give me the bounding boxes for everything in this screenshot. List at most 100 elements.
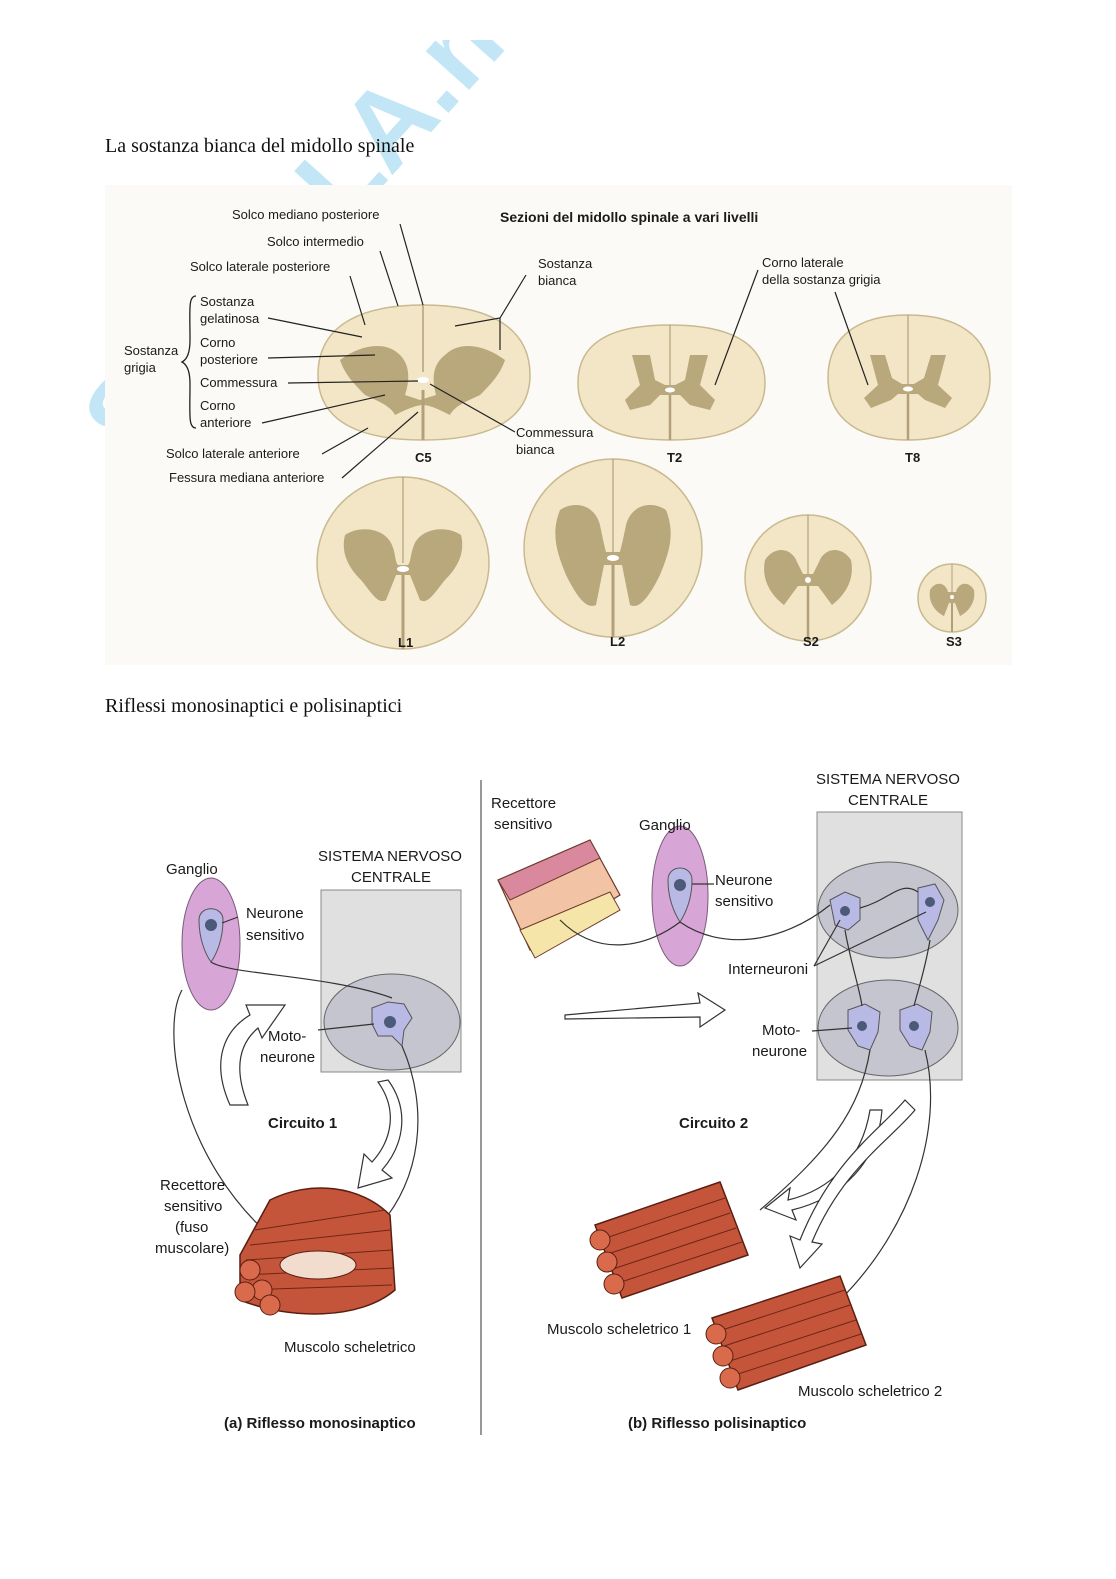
skin-block <box>497 839 621 959</box>
muscle-right-2 <box>705 1275 867 1391</box>
section-l2 <box>523 458 703 638</box>
label-corno-posteriore-1: Corno <box>200 335 235 350</box>
snc-box-right <box>816 811 963 1081</box>
label-recettore-right-2: sensitivo <box>494 816 552 833</box>
section-label-t2: T2 <box>667 450 682 465</box>
label-solco-laterale-anteriore: Solco laterale anteriore <box>166 446 300 461</box>
section-label-t8: T8 <box>905 450 920 465</box>
label-neurone-left-2: sensitivo <box>246 927 304 944</box>
label-sostanza-grigia-1: Sostanza <box>124 343 179 358</box>
label-solco-laterale-posteriore: Solco laterale posteriore <box>190 259 330 274</box>
snc-oval-lower <box>817 979 959 1077</box>
section-label-s2: S2 <box>803 634 819 649</box>
arrow-down-left <box>357 1079 403 1189</box>
label-muscolo-left: Muscolo scheletrico <box>284 1339 416 1356</box>
label-solco-intermedio: Solco intermedio <box>267 234 364 249</box>
label-sostanza-bianca-2: bianca <box>538 273 577 288</box>
section-label-l2: L2 <box>610 634 625 649</box>
ganglion-left <box>181 877 241 1011</box>
label-circuito-1: Circuito 1 <box>268 1115 337 1132</box>
section-t8 <box>827 314 991 441</box>
nerve-fibres-right <box>559 883 932 1301</box>
snc-oval-left <box>323 973 461 1071</box>
heading-spinal: La sostanza bianca del midollo spinale <box>105 135 415 157</box>
brace-grigia <box>180 295 197 429</box>
interneuron-1 <box>829 891 861 931</box>
section-t2 <box>577 324 766 441</box>
watermark-tagline: il portale dello studente <box>171 174 459 487</box>
label-commessura-bianca-2: bianca <box>516 442 555 457</box>
muscle-left <box>234 1187 396 1316</box>
label-sostanza-bianca-1: Sostanza <box>538 256 593 271</box>
label-neurone-right-1: Neurone <box>715 872 773 889</box>
section-c5 <box>317 304 531 441</box>
panel-polysynaptic: Recettore sensitivo Ganglio SISTEMA NERV… <box>491 771 963 1432</box>
label-sostanza-grigia-2: grigia <box>124 360 157 375</box>
label-solco-mediano-posteriore: Solco mediano posteriore <box>232 207 379 222</box>
ganglion-right <box>651 825 709 967</box>
arrow-down-right-1 <box>763 1109 883 1222</box>
label-snc-right-2: CENTRALE <box>848 792 928 809</box>
neuron-nucleus-left <box>205 919 217 931</box>
label-corno-laterale-1: Corno laterale <box>762 255 844 270</box>
section-s2 <box>744 514 872 642</box>
label-recettore-right-1: Recettore <box>491 795 556 812</box>
label-ganglio-left: Ganglio <box>166 861 218 878</box>
arrow-up-left <box>220 1004 287 1106</box>
muscle-right-1 <box>589 1181 749 1299</box>
label-neurone-right-2: sensitivo <box>715 893 773 910</box>
arrow-horizontal <box>564 991 727 1029</box>
watermark-brand: SKUOLA.net <box>59 40 540 480</box>
label-circuito-2: Circuito 2 <box>679 1115 748 1132</box>
motoneuron-right-1 <box>847 1003 881 1051</box>
interneuron-1-nucleus <box>840 906 850 916</box>
label-recettore-left-4: muscolare) <box>155 1240 229 1257</box>
label-moto-right-1: Moto- <box>762 1022 800 1039</box>
label-commessura: Commessura <box>200 375 278 390</box>
label-fessura-mediana-anteriore: Fessura mediana anteriore <box>169 470 324 485</box>
skuola-watermark: SKUOLA.net il portale dello studente <box>59 40 540 487</box>
interneuron-2-nucleus <box>925 897 935 907</box>
motoneuron-right-2 <box>899 1003 933 1051</box>
snc-oval-upper <box>817 861 959 959</box>
caption-right: (b) Riflesso polisinaptico <box>628 1415 806 1432</box>
label-recettore-left-2: sensitivo <box>164 1198 222 1215</box>
label-sostanza: Sostanza <box>200 294 255 309</box>
interneuron-2 <box>917 883 945 942</box>
motoneuron-nucleus-left <box>384 1016 396 1028</box>
nerve-fibres-left <box>173 916 419 1241</box>
label-recettore-left-1: Recettore <box>160 1177 225 1194</box>
label-gelatinosa: gelatinosa <box>200 311 260 326</box>
section-s3 <box>917 563 987 633</box>
neuron-nucleus-right <box>674 879 686 891</box>
label-moto-right-2: neurone <box>752 1043 807 1060</box>
label-snc-right-1: SISTEMA NERVOSO <box>816 771 960 788</box>
label-snc-left-1: SISTEMA NERVOSO <box>318 848 462 865</box>
section-l1 <box>316 476 490 650</box>
snc-box-left <box>320 889 462 1073</box>
label-recettore-left-3: (fuso <box>175 1219 208 1236</box>
neuron-sensory-left <box>198 908 224 963</box>
label-neurone-left-1: Neurone <box>246 905 304 922</box>
motoneuron-right-1-nucleus <box>857 1021 867 1031</box>
section-label-s3: S3 <box>946 634 962 649</box>
label-muscolo-right-1: Muscolo scheletrico 1 <box>547 1321 691 1338</box>
figure-title: Sezioni del midollo spinale a vari livel… <box>500 209 758 225</box>
label-moto-left-1: Moto- <box>268 1028 306 1045</box>
motoneuron-left <box>371 1001 413 1048</box>
arrow-down-right-2 <box>789 1099 916 1270</box>
label-muscolo-right-2: Muscolo scheletrico 2 <box>798 1383 942 1400</box>
section-label-c5: C5 <box>415 450 432 465</box>
neuron-sensory-right <box>667 867 693 923</box>
figure-background <box>105 185 1012 665</box>
label-snc-left-2: CENTRALE <box>351 869 431 886</box>
label-corno-anteriore-2: anteriore <box>200 415 251 430</box>
label-commessura-bianca-1: Commessura <box>516 425 594 440</box>
section-label-l1: L1 <box>398 635 413 650</box>
motoneuron-right-2-nucleus <box>909 1021 919 1031</box>
leader-lines <box>261 223 869 479</box>
caption-left: (a) Riflesso monosinaptico <box>224 1415 416 1432</box>
panel-monosynaptic: Ganglio Neurone sensitivo SISTEMA NERVOS… <box>155 848 462 1432</box>
